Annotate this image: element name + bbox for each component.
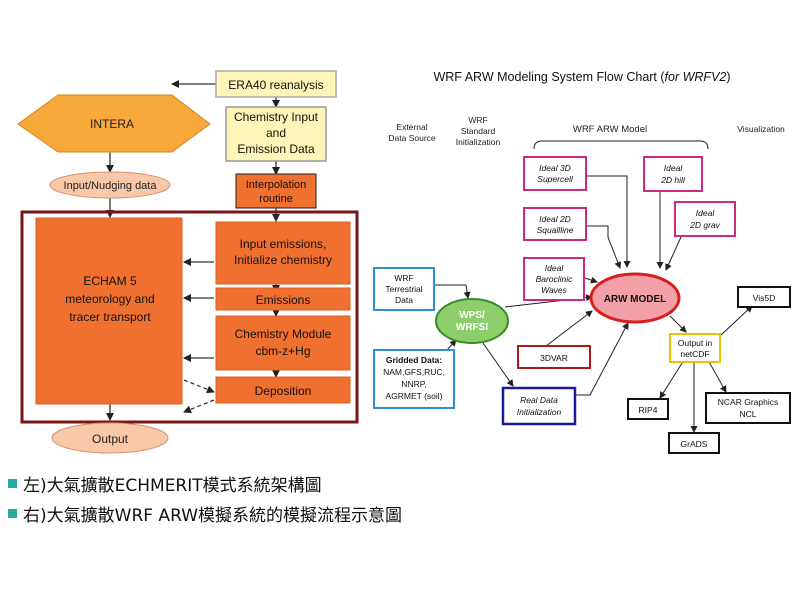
- output-netcdf-box: Output in netCDF: [669, 333, 721, 363]
- ideal-2d-grav-line2: 2D grav: [689, 220, 721, 230]
- interpolation-line1: Interpolation: [246, 179, 307, 191]
- wrf-terrestrial-line2: Terrestrial: [385, 284, 422, 294]
- grads-box: GrADS: [668, 432, 720, 454]
- grads-label: GrADS: [681, 439, 708, 449]
- chem-input-box: Chemistry Input and Emission Data: [225, 106, 327, 162]
- ideal-baroclinic-box: Ideal Baroclinic Waves: [523, 257, 585, 301]
- interpolation-box: Interpolation routine: [235, 173, 317, 209]
- ideal-baroclinic-line1: Ideal: [545, 263, 565, 273]
- gridded-line2: NAM,GFS,RUC,: [383, 367, 445, 377]
- ncar-graphics-line2: NCL: [739, 409, 756, 419]
- ideal-2d-squall-line1: Ideal 2D: [539, 214, 571, 224]
- wrf-terrestrial-line3: Data: [395, 295, 413, 305]
- gridded-line4: AGRMET (soil): [386, 391, 443, 401]
- ideal-2d-hill-line1: Ideal: [664, 163, 684, 173]
- echmerit-diagram: ERA40 reanalysis INTERA Chemistry Input …: [17, 70, 359, 454]
- col-external-1: External: [396, 122, 427, 132]
- col-wrf-std-3: Initialization: [456, 137, 501, 147]
- chem-input-line1: Chemistry Input: [234, 110, 319, 124]
- wrf-terrestrial-box: WRF Terrestrial Data: [373, 267, 435, 311]
- output-netcdf-line2: netCDF: [680, 349, 709, 359]
- real-data-line2: Initialization: [517, 407, 562, 417]
- deposition-label: Deposition: [255, 384, 312, 398]
- ideal-2d-squall-box: Ideal 2D Squallline: [523, 207, 587, 241]
- wps-ellipse: WPS/ WRFSI: [435, 298, 509, 344]
- caption-right-text: 右)大氣擴散WRF ARW模擬系統的模擬流程示意圖: [23, 505, 402, 526]
- input-nudging-label: Input/Nudging data: [64, 180, 158, 192]
- ideal-2d-grav-line1: Ideal: [696, 208, 716, 218]
- chem-input-line3: Emission Data: [237, 142, 315, 156]
- echam-frame: [20, 210, 359, 424]
- caption-left: 左)大氣擴散ECHMERIT模式系統架構圖: [8, 468, 788, 498]
- output-label: Output: [92, 432, 129, 446]
- input-nudging-ellipse: Input/Nudging data: [49, 171, 171, 199]
- three-dvar-label: 3DVAR: [540, 353, 568, 363]
- wrf-terrestrial-line1: WRF: [394, 273, 413, 283]
- chem-module-box: Chemistry Module cbm-z+Hg: [215, 315, 351, 371]
- ideal-baroclinic-line2: Baroclinic: [536, 274, 574, 284]
- col-external-2: Data Source: [388, 133, 436, 143]
- ideal-baroclinic-line3: Waves: [541, 285, 568, 295]
- ideal-2d-hill-box: Ideal 2D hill: [643, 156, 703, 192]
- wrf-chart-title: WRF ARW Modeling System Flow Chart (for …: [433, 70, 730, 84]
- ideal-2d-grav-box: Ideal 2D grav: [674, 201, 736, 237]
- wps-line2: WRFSI: [456, 322, 488, 333]
- caption-right: 右)大氣擴散WRF ARW模擬系統的模擬流程示意圖: [8, 498, 788, 528]
- output-ellipse: Output: [51, 422, 169, 454]
- ideal-3d-line2: Supercell: [537, 174, 574, 184]
- input-emissions-box: Input emissions, Initialize chemistry: [215, 221, 351, 285]
- input-emissions-line1: Input emissions,: [240, 237, 327, 251]
- output-netcdf-line1: Output in: [678, 338, 713, 348]
- gridded-data-box: Gridded Data: NAM,GFS,RUC, NNRP, AGRMET …: [373, 349, 455, 409]
- ideal-2d-squall-line2: Squallline: [537, 225, 574, 235]
- rip4-box: RIP4: [627, 398, 669, 420]
- bullet-icon: [8, 478, 17, 488]
- arw-model-label: ARW MODEL: [604, 294, 667, 305]
- arw-model-ellipse: ARW MODEL: [589, 272, 681, 324]
- wps-line1: WPS/: [459, 310, 485, 321]
- vis5d-box: Vis5D: [737, 286, 791, 308]
- three-dvar-box: 3DVAR: [517, 345, 591, 369]
- chem-module-line2: cbm-z+Hg: [255, 344, 310, 358]
- ideal-3d-line1: Ideal 3D: [539, 163, 571, 173]
- caption-list: 左)大氣擴散ECHMERIT模式系統架構圖 右)大氣擴散WRF ARW模擬系統的…: [8, 468, 788, 528]
- gridded-line3: NNRP,: [401, 379, 426, 389]
- era40-box: ERA40 reanalysis: [215, 70, 337, 98]
- deposition-box: Deposition: [215, 376, 351, 404]
- chem-input-line2: and: [266, 126, 286, 140]
- col-visual: Visualization: [737, 124, 785, 134]
- ideal-3d-box: Ideal 3D Supercell: [523, 156, 587, 191]
- ideal-2d-hill-line2: 2D hill: [660, 175, 686, 185]
- echam-box: ECHAM 5 meteorology and tracer transport: [35, 217, 183, 405]
- bullet-icon: [8, 508, 17, 518]
- real-data-line1: Real Data: [520, 395, 558, 405]
- ncar-graphics-line1: NCAR Graphics: [718, 397, 778, 407]
- input-emissions-line2: Initialize chemistry: [234, 253, 332, 267]
- caption-left-text: 左)大氣擴散ECHMERIT模式系統架構圖: [23, 475, 322, 496]
- ncar-graphics-box: NCAR Graphics NCL: [705, 392, 791, 424]
- col-wrf-std-1: WRF: [468, 115, 487, 125]
- col-model: WRF ARW Model: [573, 124, 647, 135]
- intera-label: INTERA: [90, 117, 134, 131]
- chem-module-line1: Chemistry Module: [235, 327, 332, 341]
- col-wrf-std-2: Standard: [461, 126, 496, 136]
- echam-line2: meteorology and: [65, 292, 154, 306]
- era40-label: ERA40 reanalysis: [228, 78, 323, 92]
- gridded-line1: Gridded Data:: [386, 355, 442, 365]
- echam-line3: tracer transport: [69, 310, 151, 324]
- emissions-label: Emissions: [256, 293, 311, 307]
- rip4-label: RIP4: [639, 405, 658, 415]
- wrf-flow-chart: WRF ARW Modeling System Flow Chart (for …: [373, 70, 791, 454]
- emissions-box: Emissions: [215, 287, 351, 311]
- model-bracket: [533, 140, 709, 150]
- real-data-box: Real Data Initialization: [501, 386, 577, 426]
- vis5d-label: Vis5D: [753, 293, 776, 303]
- interpolation-line2: routine: [259, 193, 293, 205]
- echam-line1: ECHAM 5: [83, 274, 137, 288]
- intera-diamond: INTERA: [17, 94, 211, 153]
